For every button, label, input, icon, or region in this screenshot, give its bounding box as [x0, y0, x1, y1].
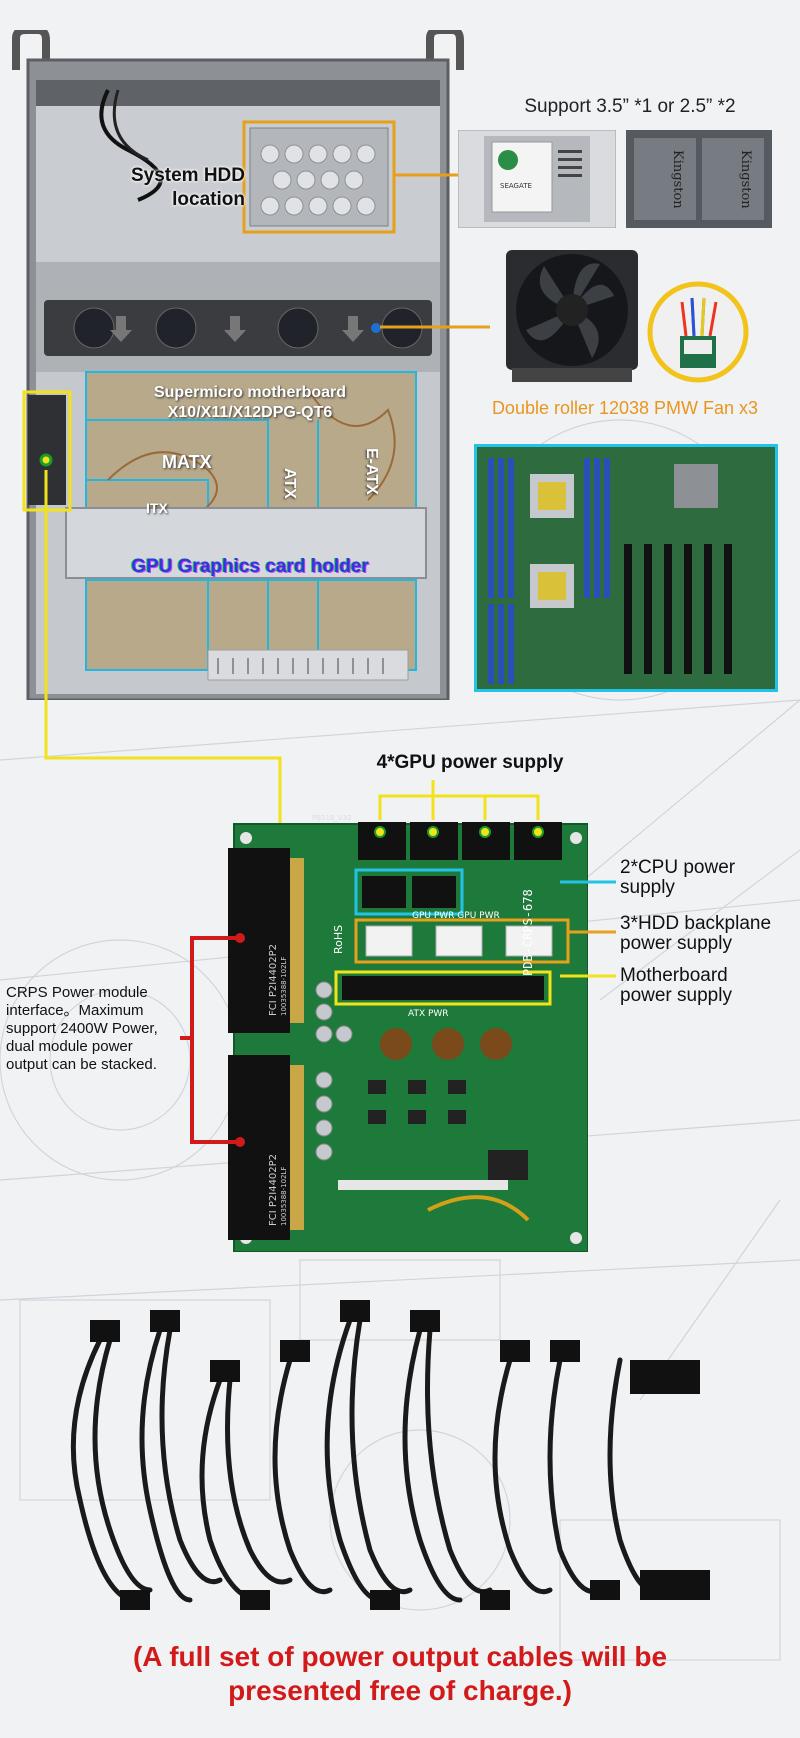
board-model-text: PDB-CRPS-678: [521, 889, 535, 976]
psu-connector-line: [44, 470, 282, 828]
power-distribution-board: PB318_V32 PDB-CRPS-678 RoHS GPU PWR GPU …: [228, 780, 588, 1252]
board-connector-text-top: FCI P2I4402P2: [268, 944, 279, 1016]
form-factor-eatx: E-ATX: [363, 448, 380, 495]
free-cables-notice: (A full set of power output cables will …: [0, 1640, 800, 1708]
hdd-drive-image: SEAGATE: [458, 130, 616, 228]
cpu-power-line2: supply: [620, 877, 675, 898]
board-pcb-text: PB318_V32: [312, 814, 352, 822]
crps-line5: output can be stacked.: [6, 1056, 157, 1073]
board-connector-text-bottom: FCI P2I4402P2: [268, 1154, 279, 1226]
ssd-brand-text-left: Kingston: [670, 150, 685, 209]
hdd-backplane-line1: 3*HDD backplane: [620, 913, 772, 934]
motherboard-power-line2: power supply: [620, 985, 732, 1006]
fan-connector-closeup-icon: [647, 281, 749, 383]
ssd-drives-image: Kingston Kingston: [626, 130, 772, 228]
hdd-backplane-label: 3*HDD backplane power supply: [620, 914, 771, 954]
motherboard-power-line1: Motherboard: [620, 965, 728, 986]
crps-line2: interface。Maximum: [6, 1002, 144, 1019]
board-rohs-text: RoHS: [332, 925, 345, 954]
right-callout-lines: [560, 880, 616, 978]
free-cables-line2: presented free of charge.): [228, 1675, 572, 1706]
hdd-callout-line: [394, 173, 460, 177]
hdd-location-label: System HDD location: [95, 164, 245, 212]
board-connector-code-bottom: 10035388-102LF: [280, 1167, 288, 1226]
free-cables-line1: (A full set of power output cables will …: [132, 1641, 668, 1672]
gpu-holder-label: GPU Graphics card holder: [131, 556, 369, 577]
ssd-brand-text-right: Kingston: [738, 150, 753, 209]
fan-icon: [506, 250, 638, 382]
board-pwr-text: GPU PWR GPU PWR: [412, 911, 500, 921]
cpu-power-label: 2*CPU power supply: [620, 858, 735, 898]
gpu-power-label: 4*GPU power supply: [376, 752, 564, 773]
form-factor-itx: ITX: [146, 500, 168, 516]
board-connector-code-top: 10035388-102LF: [280, 957, 288, 1016]
gpu-holder: [65, 507, 427, 579]
fan-callout-line: [380, 325, 490, 329]
power-cables-image: [70, 1300, 710, 1610]
crps-line3: support 2400W Power,: [6, 1020, 158, 1037]
motherboard-label-line2: X10/X11/X12DPG-QT6: [167, 404, 333, 421]
hdd-location-line1: System HDD: [130, 165, 245, 186]
hdd-support-label: Support 3.5” *1 or 2.5” *2: [524, 96, 736, 117]
form-factor-matx: MATX: [162, 452, 212, 472]
crps-line1: CRPS Power module: [6, 984, 148, 1001]
hdd-brand-text: SEAGATE: [500, 182, 532, 190]
motherboard-power-label: Motherboard power supply: [620, 966, 732, 1006]
fan-label: Double roller 12038 PMW Fan x3: [491, 398, 759, 418]
crps-callout-bracket: [180, 933, 245, 1147]
crps-label: CRPS Power module interface。Maximum supp…: [6, 984, 184, 1074]
motherboard-label-line1: Supermicro motherboard: [153, 384, 347, 401]
board-atx-text: ATX PWR: [408, 1009, 449, 1019]
hdd-backplane-line2: power supply: [620, 933, 732, 954]
server-chassis: [12, 30, 464, 700]
hdd-location-line2: location: [172, 189, 245, 210]
motherboard-image: [474, 444, 778, 692]
crps-line4: dual module power: [6, 1038, 133, 1055]
cpu-power-line1: 2*CPU power: [620, 857, 736, 878]
motherboard-model-label: Supermicro motherboard X10/X11/X12DPG-QT…: [100, 383, 400, 423]
